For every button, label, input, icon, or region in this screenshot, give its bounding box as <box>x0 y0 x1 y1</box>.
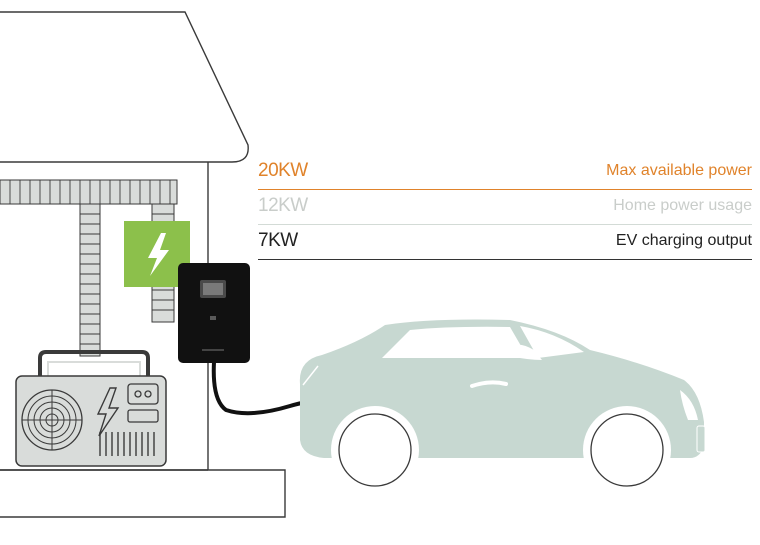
home-usage-value: 12KW <box>258 195 308 216</box>
home-usage-row: 12KW Home power usage <box>258 193 752 225</box>
ev-output-rule <box>258 259 752 260</box>
wall-charger <box>178 263 250 363</box>
home-usage-rule <box>258 224 752 225</box>
ev-output-label: EV charging output <box>615 232 752 249</box>
house-roof <box>0 11 249 163</box>
lightning-icon <box>96 387 120 437</box>
electric-car <box>299 319 706 494</box>
max-power-row: 20KW Max available power <box>258 158 752 190</box>
front-wheel <box>331 406 419 494</box>
ground-block <box>0 469 286 518</box>
fan-icon <box>21 389 83 451</box>
max-power-rule <box>258 189 752 190</box>
ev-output-row: 7KW EV charging output <box>258 228 752 260</box>
home-battery <box>15 350 167 467</box>
rear-wheel <box>583 406 671 494</box>
max-power-value: 20KW <box>258 160 308 181</box>
ev-output-value: 7KW <box>258 230 298 251</box>
max-power-label: Max available power <box>606 162 752 179</box>
home-usage-label: Home power usage <box>613 197 752 214</box>
horizontal-conduit <box>0 179 178 205</box>
vertical-conduit <box>79 203 101 357</box>
outlet-icon <box>127 383 159 423</box>
